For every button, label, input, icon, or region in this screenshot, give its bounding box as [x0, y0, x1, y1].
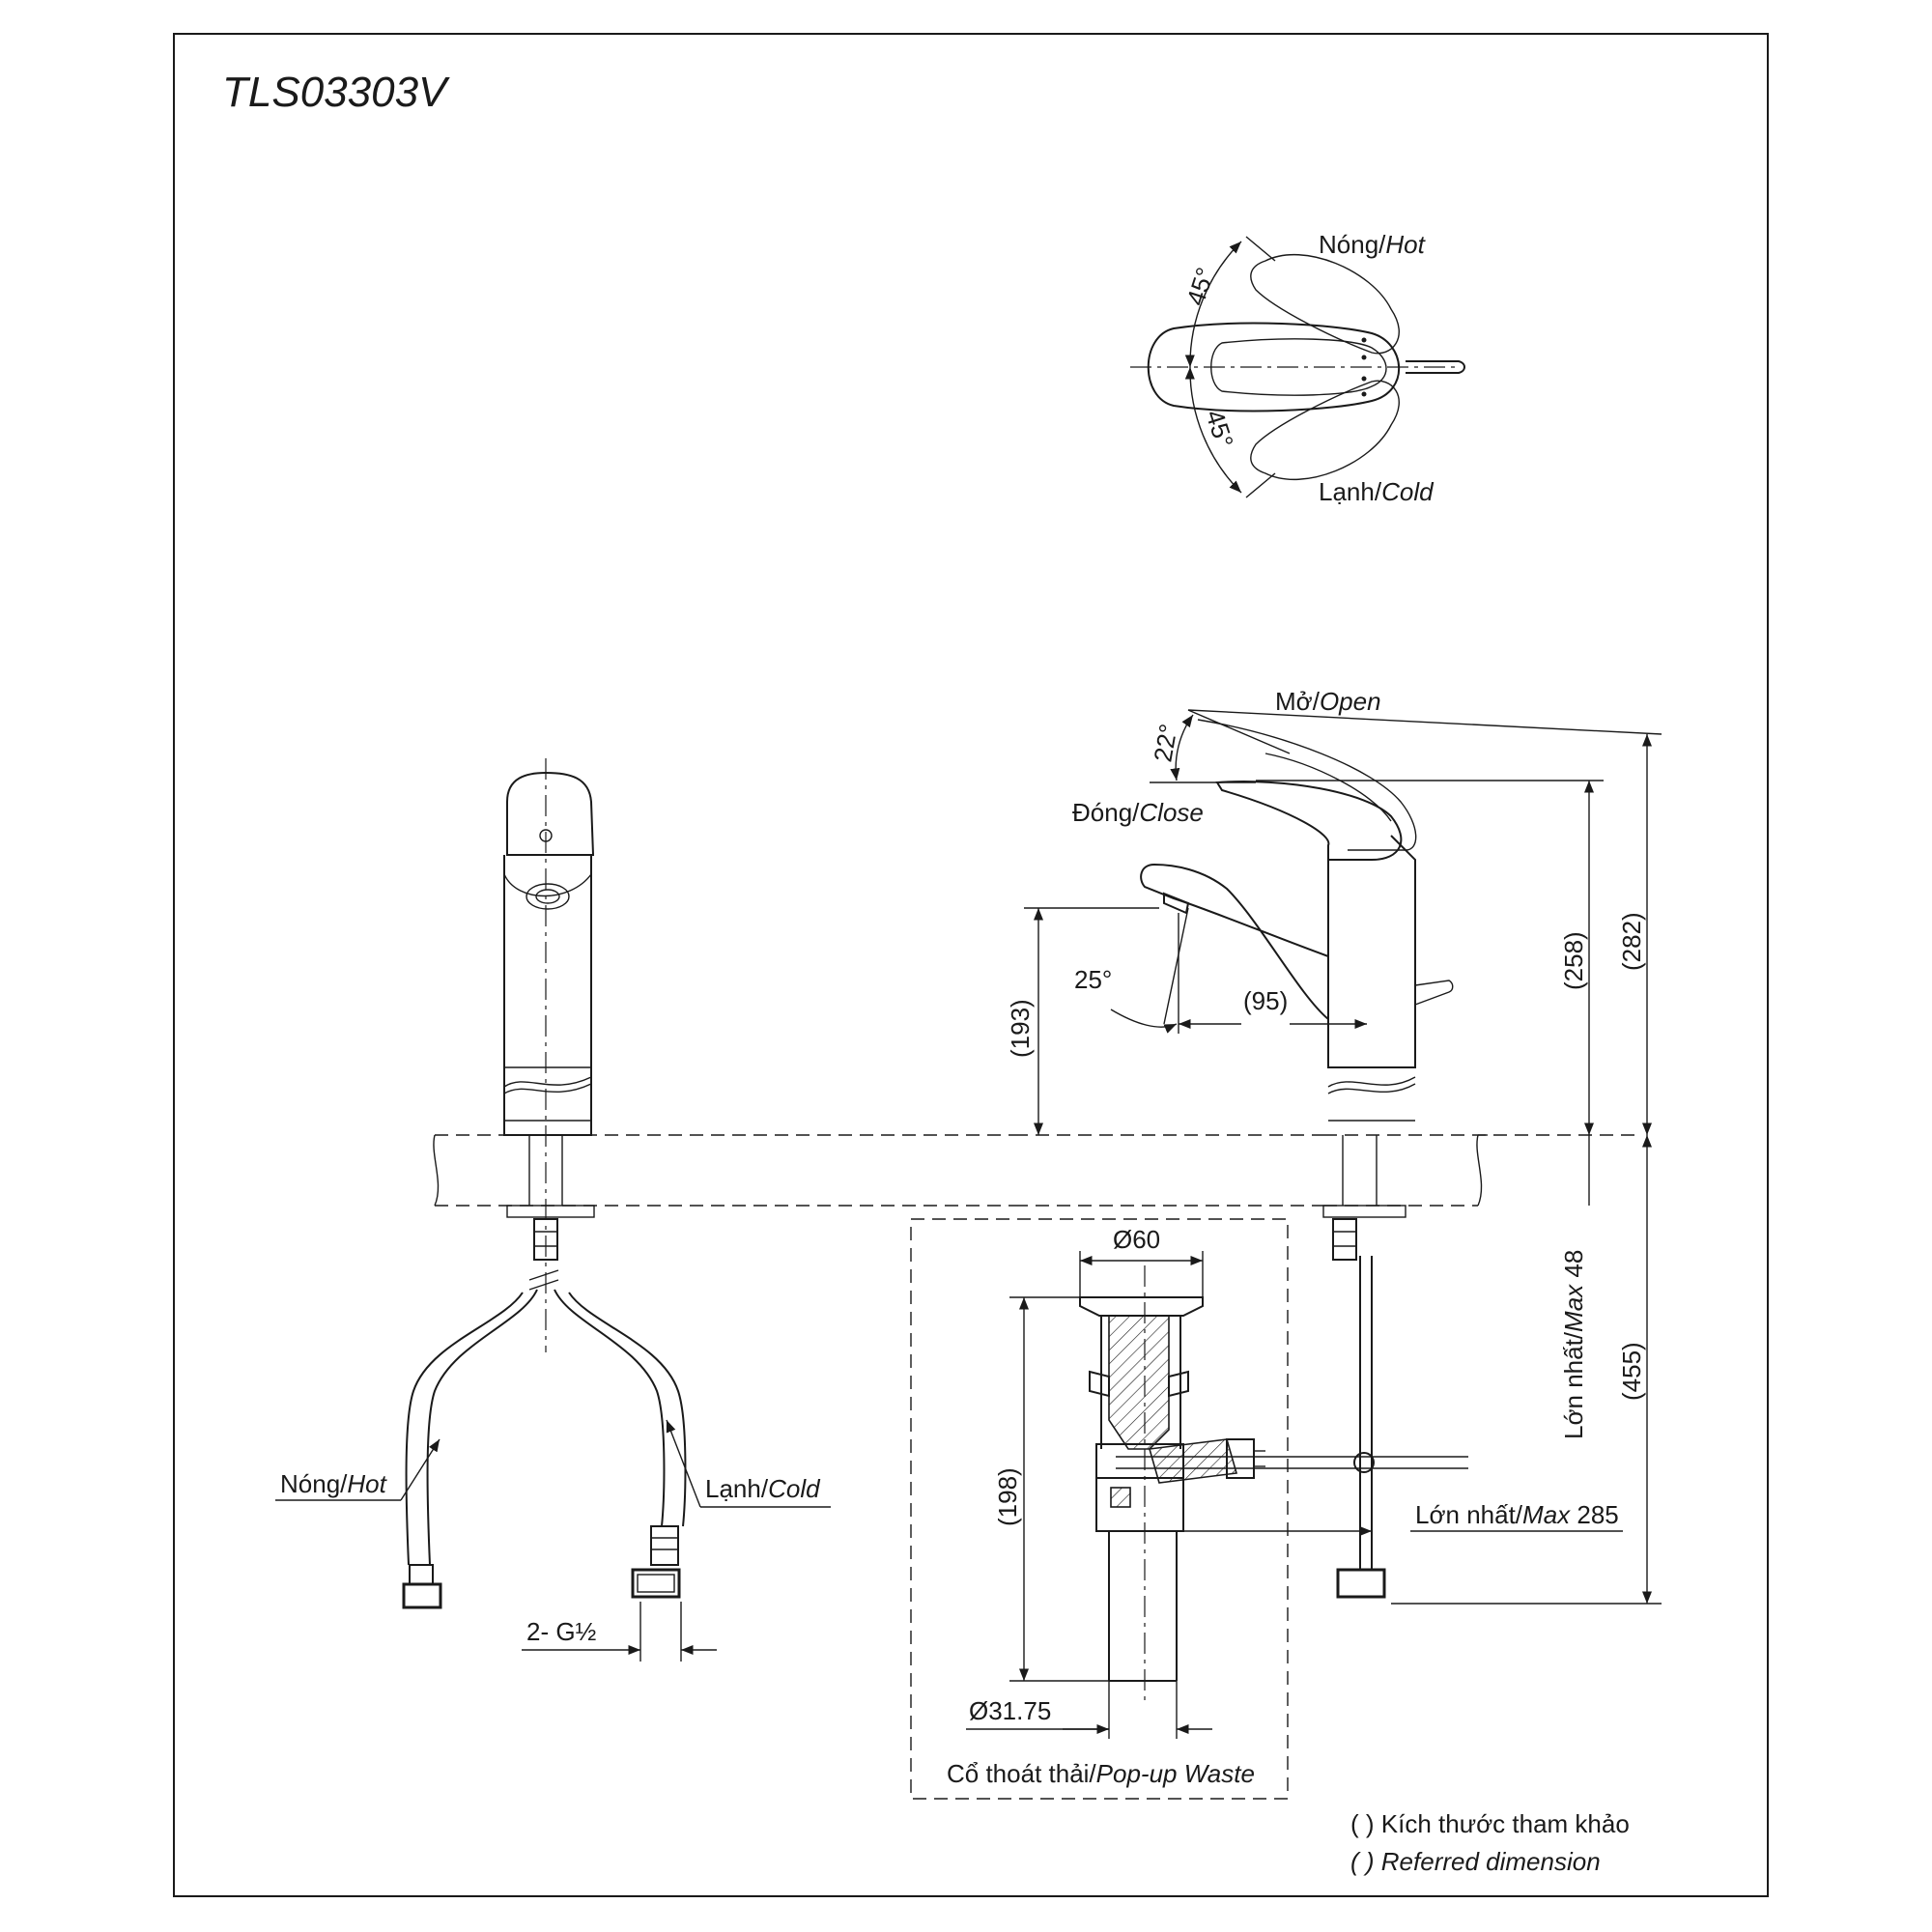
- side-view: 22° 25° (95) (193) (258) (282) (455) Lớn…: [1006, 687, 1662, 1605]
- top-view: 45° 45° Nóng/Hot Lạnh/Cold: [1130, 230, 1465, 506]
- top-cold-label: Lạnh/Cold: [1319, 477, 1435, 506]
- front-hot-label: Nóng/Hot: [280, 1469, 388, 1498]
- dim-lever-height: (258): [1559, 931, 1588, 990]
- close-label: Đóng/Close: [1072, 798, 1204, 827]
- drawing-frame: [173, 33, 1769, 1897]
- popup-waste-title: Cổ thoát thải/Pop-up Waste: [947, 1759, 1255, 1788]
- front-view: Nóng/Hot Lạnh/Cold 2- G½: [275, 758, 831, 1662]
- dim-spout-height: (193): [1006, 999, 1035, 1058]
- dim-total-height: (282): [1617, 912, 1646, 971]
- dim-waste-height: (198): [993, 1467, 1022, 1526]
- front-cold-label: Lạnh/Cold: [705, 1474, 821, 1503]
- top-hot-label: Nóng/Hot: [1319, 230, 1427, 259]
- model-title: TLS03303V: [222, 69, 450, 116]
- top-angle-hot: 45°: [1180, 264, 1220, 309]
- legend-line-en: ( ) Referred dimension: [1350, 1847, 1601, 1876]
- top-angle-cold: 45°: [1200, 407, 1239, 452]
- spout-angle: 25°: [1074, 965, 1112, 994]
- dim-top-dia: Ø60: [1113, 1225, 1160, 1254]
- dim-bottom-dia: Ø31.75: [969, 1696, 1051, 1725]
- dim-spout-reach: (95): [1243, 986, 1288, 1015]
- dim-below-deck: (455): [1617, 1342, 1646, 1401]
- legend-line-vi: ( ) Kích thước tham khảo: [1350, 1809, 1630, 1838]
- open-label: Mở/Open: [1275, 687, 1381, 716]
- max-deck-label: Lớn nhất/Max 48: [1559, 1250, 1588, 1439]
- lever-angle: 22°: [1148, 722, 1182, 764]
- popup-waste: Ø60 (198) Ø31.75 Cổ thoát thải/Pop-up Wa…: [910, 1218, 1289, 1800]
- max-length-label: Lớn nhất/Max 285: [1415, 1500, 1619, 1529]
- thread-label: 2- G½: [526, 1617, 596, 1646]
- legend: ( ) Kích thước tham khảo ( ) Referred di…: [1350, 1809, 1630, 1876]
- counter-deck: [433, 1134, 1642, 1207]
